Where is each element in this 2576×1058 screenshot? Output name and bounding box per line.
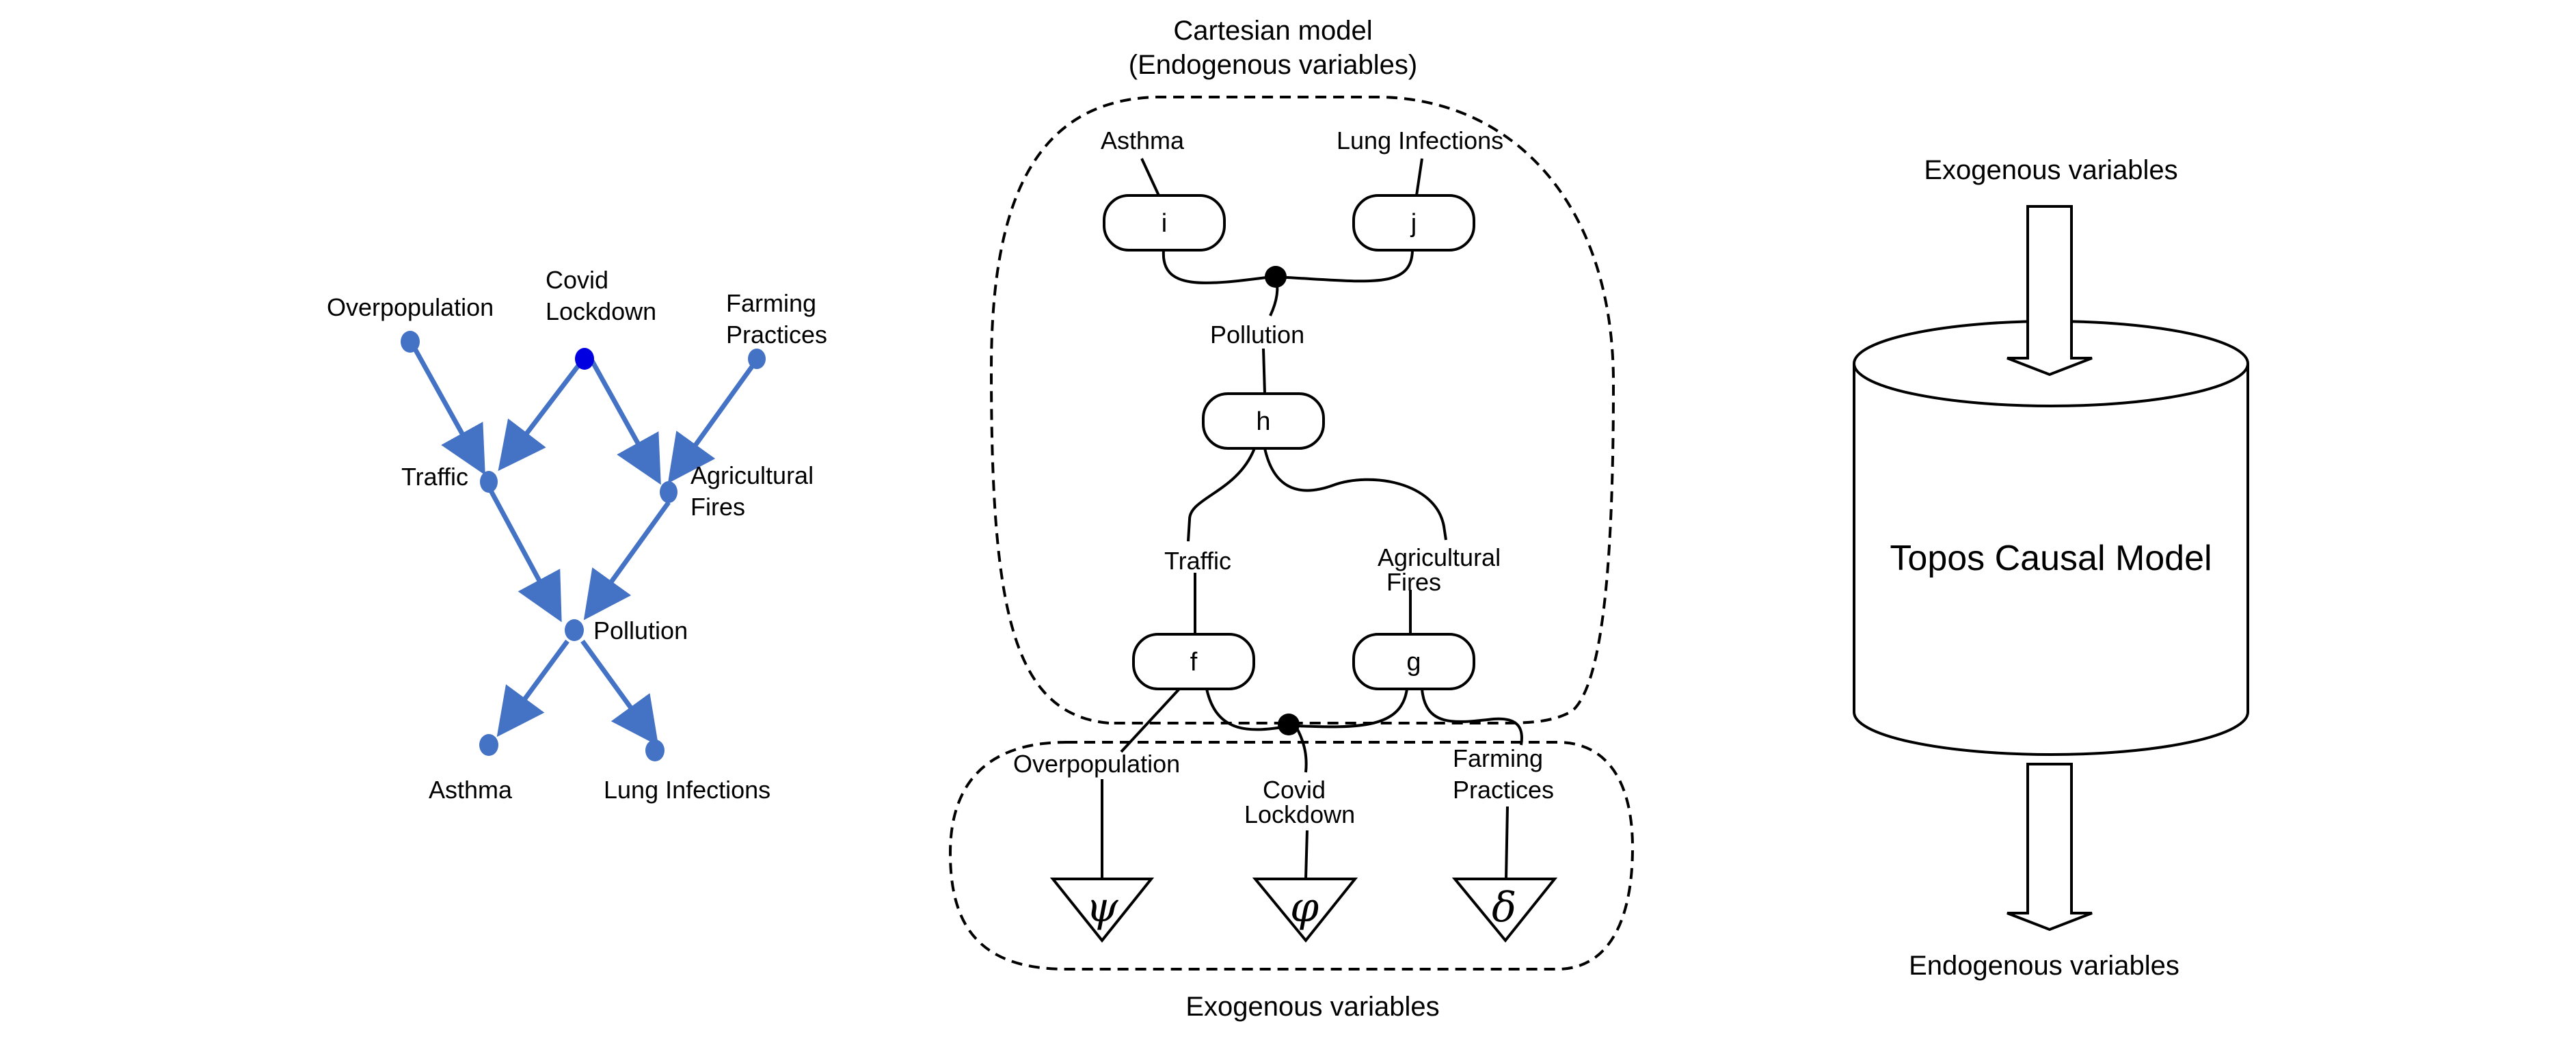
exogenous-caption: Exogenous variables [1185,992,1439,1022]
wire-label-overpopulation: Overpopulation [1013,750,1180,778]
label-covid: Covid [546,266,608,294]
node-overpopulation [401,331,420,353]
label-traffic: Traffic [401,463,468,491]
wire-i-merge [1162,249,1272,284]
box-g [1352,633,1475,690]
node-lung-infections [645,740,665,761]
wire-f-overpopulation [1120,688,1181,753]
wire-asthma [1140,158,1160,196]
edge-pollution-lung [580,639,659,746]
wire-j-merge [1274,249,1414,283]
causal-dag: Overpopulation Covid Lockdown Farming Pr… [327,266,827,804]
cylinder-label: Topos Causal Model [1890,539,2212,578]
node-pollution [565,619,584,641]
wire-covid-phi [1304,830,1309,880]
state-phi [1252,878,1358,943]
box-j [1352,194,1475,252]
label-overpopulation: Overpopulation [327,293,494,321]
wire-label-covid: Covid [1263,776,1326,804]
merge-dot-top [1265,266,1287,288]
node-asthma [479,734,498,756]
wire-label-lung: Lung Infections [1337,126,1503,154]
wire-farming-delta [1505,806,1509,880]
edge-traffic-pollution [488,489,562,623]
wire-label-farming: Farming [1453,744,1543,772]
label-asthma: Asthma [429,776,513,804]
box-g-label: g [1406,648,1421,677]
wire-label-agricultural: Agricultural [1378,543,1501,571]
box-h [1202,392,1325,450]
box-f [1132,633,1255,690]
merge-dot-bottom [1278,714,1300,735]
wire-pollution-h [1262,348,1266,394]
label-fires: Fires [690,493,745,521]
node-covid-lockdown [575,348,594,370]
edge-covid-traffic [498,358,585,472]
edge-agri-pollution [583,500,671,621]
wire-lung [1415,158,1423,196]
wire-label-lockdown: Lockdown [1244,800,1355,828]
bottom-endogenous-label: Endogenous variables [1909,951,2179,981]
wire-label-traffic: Traffic [1164,547,1231,575]
label-agricultural: Agricultural [690,461,814,489]
box-f-label: f [1190,648,1198,677]
edge-covid-agri [589,360,661,485]
exogenous-region [948,741,1635,971]
string-diagram: Cartesian model (Endogenous variables) [948,16,1635,1022]
state-phi-label: φ [1290,884,1319,932]
node-farming-practices [748,349,766,369]
label-lockdown: Lockdown [546,297,656,325]
edge-pollution-asthma [496,639,569,737]
wire-g-merge [1295,688,1408,729]
wire-g-farming [1421,688,1523,746]
wire-label-pollution: Pollution [1210,321,1304,349]
top-exogenous-label: Exogenous variables [1924,155,2177,185]
node-agricultural-fires [660,481,677,503]
node-traffic [480,471,498,493]
output-arrow-icon [2007,763,2093,932]
cylinder-body [1853,364,2249,756]
label-lung-infections: Lung Infections [604,776,770,804]
box-i-label: i [1162,209,1167,238]
box-h-label: h [1256,407,1270,436]
state-delta [1451,878,1558,943]
wire-h-agri [1263,448,1447,541]
edge-overpopulation-traffic [410,344,485,476]
input-arrow-icon [2007,205,2093,377]
wire-label-practices: Practices [1453,776,1554,804]
label-practices: Practices [726,321,827,349]
wire-h-traffic [1187,448,1256,542]
wire-f-merge [1205,688,1291,731]
cartesian-title: Cartesian model [1173,16,1372,46]
wire-label-fires: Fires [1386,568,1441,596]
label-pollution: Pollution [593,616,688,645]
wire-label-asthma: Asthma [1101,126,1185,154]
label-farming: Farming [726,289,816,317]
state-psi [1049,878,1155,943]
endogenous-region [989,96,1615,724]
topos-model: Exogenous variables Topos Causal Model E… [1853,155,2249,981]
cartesian-subtitle: (Endogenous variables) [1129,50,1417,80]
edge-farming-agri [667,359,758,484]
state-delta-label: δ [1492,884,1516,932]
state-psi-label: ψ [1086,884,1118,932]
box-j-label: j [1410,209,1417,238]
box-i [1103,194,1226,252]
wire-merge-covid [1294,725,1308,773]
